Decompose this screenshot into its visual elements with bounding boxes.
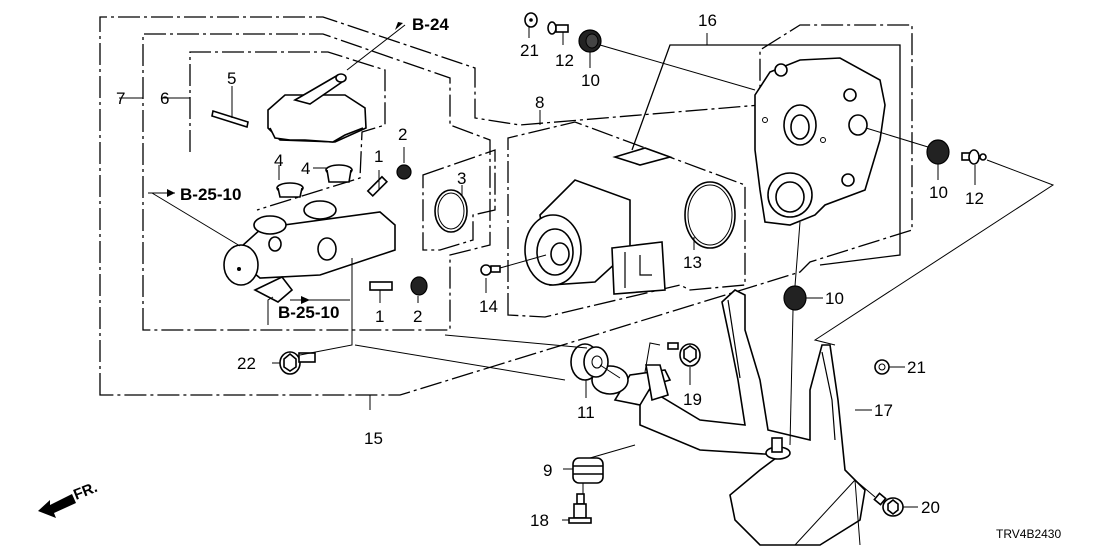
ref-b25-10-upper[interactable]: B-25-10 [180,185,241,204]
callout-6[interactable]: 6 [160,89,169,108]
callout-3[interactable]: 3 [457,169,466,188]
bolt[interactable] [873,492,904,517]
grommet[interactable] [578,29,602,53]
fitting[interactable] [366,175,389,198]
callout-12[interactable]: 12 [965,189,984,208]
callout-12[interactable]: 12 [555,51,574,70]
callout-15[interactable]: 15 [364,429,383,448]
callout-2[interactable]: 2 [413,307,422,326]
callout-20[interactable]: 20 [921,498,940,517]
callout-21[interactable]: 21 [907,358,926,377]
stud-bolt[interactable] [568,493,592,524]
direction-label: FR. [71,479,100,504]
group-boundary-15 [99,16,913,396]
washer[interactable] [524,12,538,28]
front-direction-indicator: FR. [38,479,100,518]
callout-10[interactable]: 10 [929,183,948,202]
callout-18[interactable]: 18 [530,511,549,530]
group-boundary-16 [631,44,901,266]
arrow-icon [167,189,175,197]
ref-b25-10-lower[interactable]: B-25-10 [278,303,339,322]
boot[interactable] [410,276,428,296]
arrow-icon [395,22,403,30]
bolt[interactable] [547,21,569,35]
group-boundary-3 [422,149,496,251]
callout-1[interactable]: 1 [375,307,384,326]
motor[interactable] [524,179,666,295]
diagram-code: TRV4B2430 [996,527,1061,541]
reservoir[interactable] [267,73,367,143]
fitting[interactable] [369,281,393,291]
callout-11[interactable]: 11 [577,403,595,422]
callout-10[interactable]: 10 [825,289,844,308]
group-boundary-6 [189,51,386,211]
callout-17[interactable]: 17 [874,401,893,420]
gasket[interactable] [612,147,673,166]
leader-lines [119,24,1055,546]
o-ring-large[interactable] [684,181,736,249]
nut[interactable] [874,359,890,375]
bolt[interactable] [480,264,501,276]
callout-7[interactable]: 7 [116,89,125,108]
grommet[interactable] [276,182,304,198]
bolt[interactable] [961,149,987,165]
callout-16[interactable]: 16 [698,11,717,30]
group-boundary-8 [507,121,746,318]
callout-14[interactable]: 14 [479,297,498,316]
arrow-left-icon [38,494,76,518]
bolt[interactable] [279,351,316,375]
callout-1[interactable]: 1 [374,147,383,166]
callout-9[interactable]: 9 [543,461,552,480]
mount-bushing[interactable] [570,343,609,381]
pin[interactable] [211,109,249,129]
callout-4[interactable]: 4 [301,159,310,178]
callout-4[interactable]: 4 [274,151,283,170]
arrow-icon [301,296,310,304]
bolt[interactable] [667,342,701,367]
mount-rubber[interactable] [572,457,604,484]
callout-10[interactable]: 10 [581,71,600,90]
callout-19[interactable]: 19 [683,390,702,409]
grommet[interactable] [325,164,353,183]
group-boundary-7 [142,33,491,331]
ref-b24[interactable]: B-24 [412,15,449,34]
modulator-housing[interactable] [754,57,886,226]
callout-21[interactable]: 21 [520,41,539,60]
grommet[interactable] [783,285,807,311]
callout-2[interactable]: 2 [398,125,407,144]
o-ring[interactable] [434,189,468,233]
grommet[interactable] [926,139,950,165]
bracket[interactable] [619,289,866,546]
master-cylinder[interactable] [223,200,396,303]
callout-8[interactable]: 8 [535,93,544,112]
callout-5[interactable]: 5 [227,69,236,88]
callout-22[interactable]: 22 [237,354,256,373]
boot[interactable] [396,164,412,180]
callout-13[interactable]: 13 [683,253,702,272]
